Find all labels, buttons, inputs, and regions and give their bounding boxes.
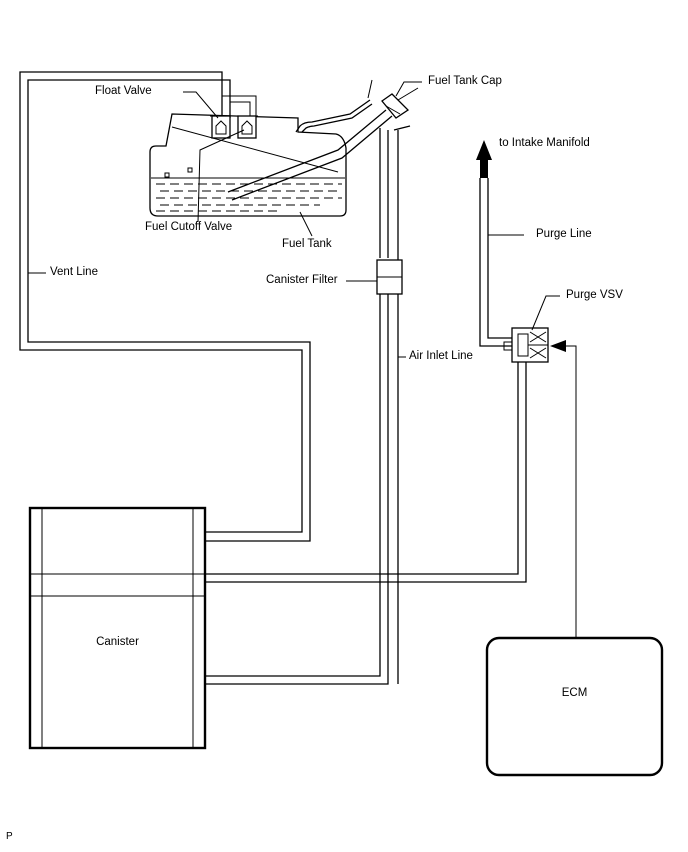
purge-vsv-label: Purge VSV [566, 289, 623, 301]
ecm-box [485, 636, 664, 777]
float-valve-label: Float Valve [95, 85, 152, 97]
ecm-label: ECM [561, 687, 588, 699]
vent-line [19, 71, 311, 542]
corner-mark: P [6, 831, 13, 842]
canister-filter [376, 259, 403, 295]
purge-line-label: Purge Line [536, 228, 592, 240]
fuel-tank [149, 113, 347, 217]
ecm-signal-line [550, 340, 577, 638]
fuel-tank-cap [381, 87, 419, 119]
vent-line-label: Vent Line [50, 266, 98, 278]
purge-to-canister-line [205, 362, 527, 583]
fuel-level-dashes [156, 183, 342, 212]
purge-vsv [503, 327, 549, 363]
intake-arrow-icon [476, 140, 492, 160]
fuel-cutoff-valve-label: Fuel Cutoff Valve [145, 221, 233, 233]
float-valve [210, 115, 232, 139]
canister-filter-label: Canister Filter [266, 274, 338, 286]
fuel-tank-label: Fuel Tank [282, 238, 332, 250]
purge-line [476, 140, 512, 347]
fill-pipe [227, 99, 393, 201]
fuel-tank-cap-label: Fuel Tank Cap [428, 75, 502, 87]
leader-lines [28, 81, 560, 358]
fuel-cutoff-valve [221, 95, 258, 139]
signal-arrow-icon [550, 340, 566, 352]
to-intake-manifold-label: to Intake Manifold [499, 137, 590, 149]
air-inlet-line [205, 79, 411, 685]
air-inlet-line-label: Air Inlet Line [409, 350, 473, 362]
canister-label: Canister [96, 636, 139, 648]
canister [28, 506, 207, 750]
